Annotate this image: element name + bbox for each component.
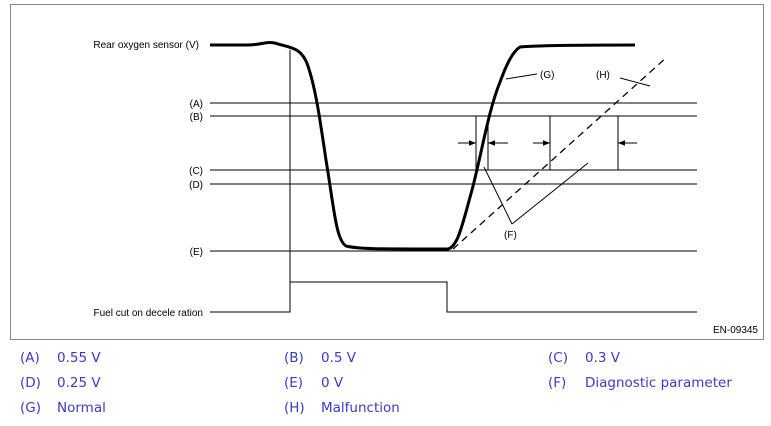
legend-key: (B)	[284, 350, 304, 366]
y-axis-label: Rear oxygen sensor (V)	[93, 40, 199, 51]
fuel-cut-signal	[210, 281, 697, 313]
legend-item-g: (G) Normal	[20, 400, 106, 416]
legend-item-a: (A) 0.55 V	[20, 350, 101, 366]
legend-item-b: (B) 0.5 V	[284, 350, 356, 366]
malfunction-callout-label: (H)	[596, 70, 610, 81]
timing-diagram: Rear oxygen sensor (V) (A) (B) (C) (D) (…	[93, 40, 758, 336]
legend: (A) 0.55 V (B) 0.5 V (C) 0.3 V (D) 0.25 V (E…	[0, 344, 771, 426]
level-label-b: (B)	[190, 112, 203, 123]
level-label-d: (D)	[189, 180, 203, 191]
legend-text: 0.3 V	[585, 350, 620, 366]
level-label-c: (C)	[189, 166, 203, 177]
legend-key: (G)	[20, 400, 41, 416]
legend-key: (A)	[20, 350, 40, 366]
normal-callout-label: (G)	[540, 70, 554, 81]
level-label-e: (E)	[190, 247, 203, 258]
legend-text: 0.25 V	[57, 375, 101, 391]
legend-key: (C)	[548, 350, 568, 366]
diagram-frame	[10, 4, 764, 340]
legend-item-c: (C) 0.3 V	[548, 350, 620, 366]
legend-item-h: (H) Malfunction	[284, 400, 400, 416]
legend-key: (D)	[20, 375, 41, 391]
legend-text: 0.5 V	[321, 350, 356, 366]
normal-callout-leader	[505, 73, 538, 80]
legend-key: (H)	[284, 400, 305, 416]
param-callout-leader-1	[483, 166, 513, 225]
malfunction-callout-leader	[619, 77, 651, 87]
fuel-cut-label: Fuel cut on decele ration	[93, 308, 203, 319]
legend-item-e: (E) 0 V	[284, 375, 343, 391]
legend-text: Malfunction	[321, 400, 400, 416]
normal-sensor-curve	[210, 40, 636, 251]
legend-key: (E)	[284, 375, 304, 391]
level-label-a: (A)	[190, 99, 203, 110]
legend-text: Diagnostic parameter	[585, 375, 732, 391]
figure-id: EN-09345	[713, 325, 758, 336]
legend-text: 0 V	[321, 375, 344, 391]
legend-key: (F)	[548, 375, 567, 391]
legend-item-d: (D) 0.25 V	[20, 375, 101, 391]
legend-text: Normal	[57, 400, 106, 416]
param-callout-leader-2	[511, 162, 589, 225]
legend-item-f: (F) Diagnostic parameter	[548, 375, 732, 391]
param-callout-label: (F)	[504, 230, 517, 241]
legend-text: 0.55 V	[57, 350, 101, 366]
